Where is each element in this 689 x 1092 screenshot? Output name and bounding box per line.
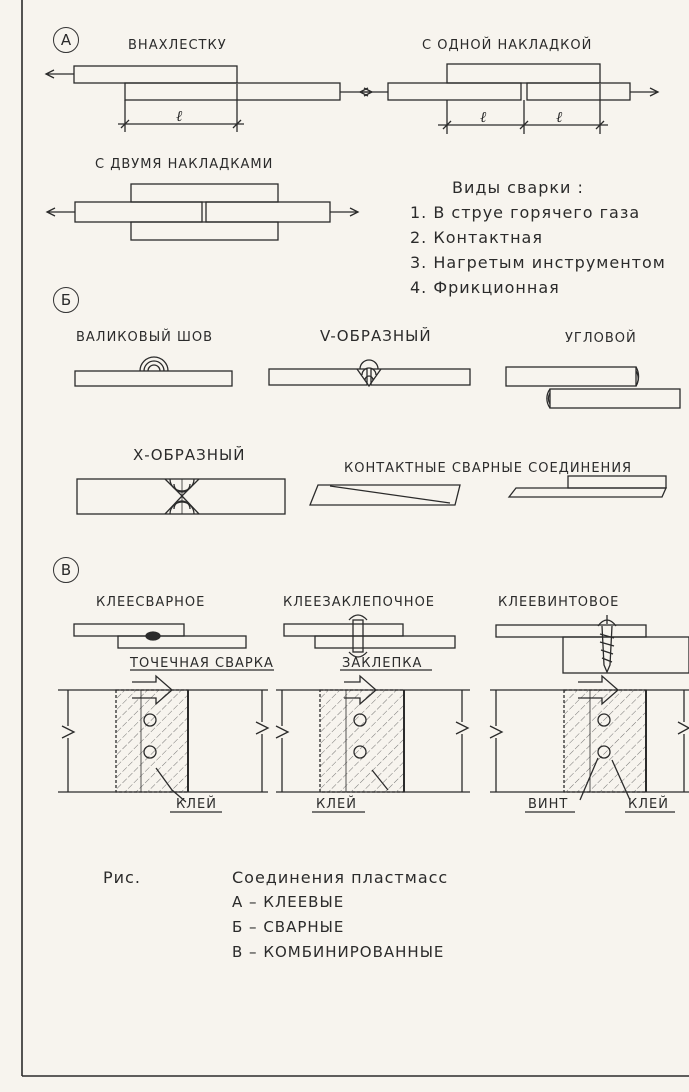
glue-weld-label: КЛЕЕСВАРНОЕ [96,595,206,610]
section-v-marker: В [53,557,79,583]
corner-weld-joint [505,366,681,409]
length-symbol-2: ℓ [480,108,488,126]
glue-label-2: КЛЕЙ [316,797,357,812]
bead-weld-label: ВАЛИКОВЫЙ ШОВ [76,330,214,345]
section-a-marker: А [53,27,79,53]
v-weld-joint [268,359,471,388]
spot-weld-label: ТОЧЕЧНАЯ СВАРКА [130,656,274,671]
welding-type-3: 3. Нагретым инструментом [410,253,666,272]
bead-weld-joint [74,356,233,387]
contact-weld-label: КОНТАКТНЫЕ СВАРНЫЕ СОЕДИНЕНИЯ [344,461,633,476]
figure-label: Рис. [103,868,141,887]
glue-rivet-label: КЛЕЕЗАКЛЕПОЧНОЕ [283,595,436,610]
length-symbol-1: ℓ [176,107,184,125]
glue-rivet-section [283,614,456,658]
screw-label: ВИНТ [528,797,569,812]
x-weld-label: Х-ОБРАЗНЫЙ [133,446,246,464]
double-strap-joint [45,183,360,241]
welding-type-2: 2. Контактная [410,228,543,247]
welding-type-4: 4. Фрикционная [410,278,560,297]
glue-screw-label: КЛЕЕВИНТОВОЕ [498,595,620,610]
glue-label-3: КЛЕЙ [628,797,669,812]
glue-screw-section [495,615,689,674]
figure-title: Соединения пластмасс [232,868,449,887]
section-b-marker: Б [53,287,79,313]
single-strap-label: С ОДНОЙ НАКЛАДКОЙ [422,38,593,53]
legend-a: А – КЛЕЕВЫЕ [232,893,345,911]
rivet-label: ЗАКЛЕПКА [342,656,423,671]
single-strap-joint [358,63,660,134]
overlap-joint [44,65,374,132]
glue-weld-section [73,623,247,649]
plan-view-2 [275,674,470,793]
glue-label-1: КЛЕЙ [176,797,217,812]
welding-type-1: 1. В струе горячего газа [410,203,641,222]
overlap-label: ВНАХЛЕСТКУ [128,38,227,53]
x-weld-joint [76,478,286,515]
length-symbol-3: ℓ [556,108,564,126]
welding-types-title: Виды сварки : [452,178,584,197]
plan-view-3 [489,674,689,801]
plan-view-1 [58,674,270,803]
v-weld-label: V-ОБРАЗНЫЙ [320,327,432,345]
corner-weld-label: УГЛОВОЙ [565,331,637,346]
legend-v: В – КОМБИНИРОВАННЫЕ [232,943,445,961]
double-strap-label: С ДВУМЯ НАКЛАДКАМИ [95,157,274,172]
contact-weld-joints [309,475,668,506]
legend-b: Б – СВАРНЫЕ [232,918,345,936]
